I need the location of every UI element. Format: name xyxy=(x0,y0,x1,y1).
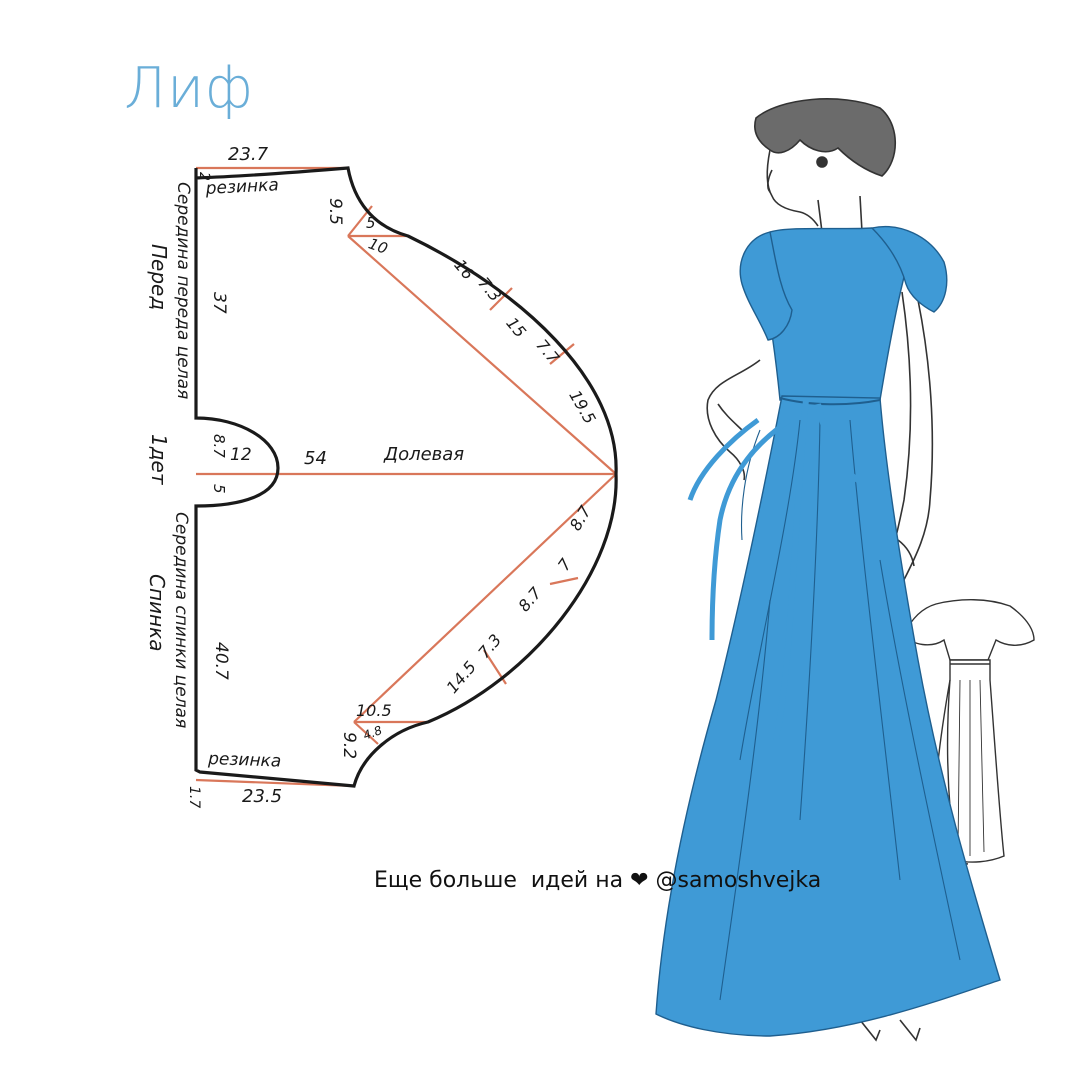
dim-armhole-5: 5 xyxy=(210,484,228,494)
label-grainline: Долевая xyxy=(383,444,464,465)
dim-grain-54: 54 xyxy=(304,448,327,469)
label-back: Спинка xyxy=(145,574,169,651)
figure xyxy=(706,98,934,1042)
dim-neck-5: 5 xyxy=(366,214,376,232)
promo-footer: Еще больше идей на ❤ @samoshvejka xyxy=(374,868,821,893)
dim-front-center: 37 xyxy=(209,292,229,314)
bodice-pattern-diagram: 23.7 2 резинка 9.5 5 10 16 7.3 15 7.7 19… xyxy=(145,144,618,808)
label-elastic-top: резинка xyxy=(204,175,279,199)
pattern-outline xyxy=(194,166,618,788)
label-elastic-bottom: резинка xyxy=(207,749,282,772)
label-front-center: Середина переда целая xyxy=(173,182,193,399)
label-detail-count: 1дет xyxy=(147,434,171,486)
blue-dress xyxy=(655,226,1001,1037)
label-front: Перед xyxy=(147,244,171,310)
dim-waist-top: 23.7 xyxy=(228,144,269,165)
dim-neck-drop-back: 9.2 xyxy=(339,732,359,759)
dim-armhole-87: 8.7 xyxy=(210,434,228,458)
dim-waist-bottom-small: 1.7 xyxy=(186,786,202,808)
dim-neck-105: 10.5 xyxy=(356,701,392,720)
footer-text: Еще больше идей на xyxy=(374,868,631,893)
dim-waist-top-small: 2 xyxy=(196,172,212,181)
dim-neck-drop-front: 9.5 xyxy=(325,198,345,225)
footer-handle-link[interactable]: @samoshvejka xyxy=(648,868,822,893)
dim-neck-10: 10 xyxy=(366,234,390,257)
heart-icon: ❤ xyxy=(630,868,649,893)
dim-waist-bottom: 23.5 xyxy=(242,786,282,807)
page-title: Лиф xyxy=(124,56,254,121)
dim-back-center: 40.7 xyxy=(211,642,231,680)
dim-neck-48: 4.8 xyxy=(361,723,384,743)
dim-armhole-12: 12 xyxy=(230,445,252,465)
label-back-center: Середина спинки целая xyxy=(171,512,191,728)
